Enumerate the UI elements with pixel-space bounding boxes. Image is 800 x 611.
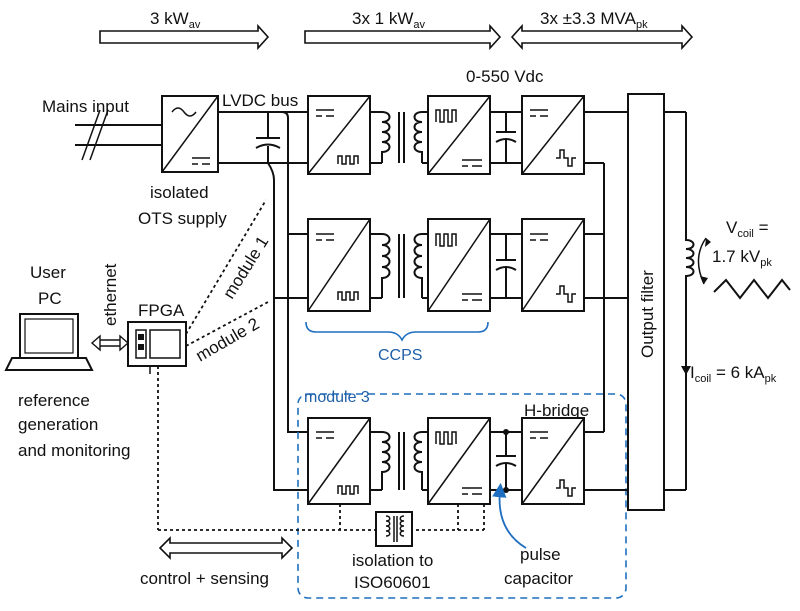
module-1-dc-link — [490, 111, 522, 164]
svg-text:Mains input: Mains input — [42, 97, 129, 116]
fpga-board — [127, 321, 187, 374]
isolation-label: isolation to — [352, 551, 433, 570]
and-monitoring-label: and monitoring — [18, 441, 130, 460]
svg-text:3 kWav: 3 kWav — [150, 9, 201, 31]
svg-text:control + sensing: control + sensing — [140, 569, 269, 588]
ots-supply-converter — [161, 95, 219, 173]
power-arrow-1: 3 kWav — [99, 9, 270, 51]
module-2-dc-link — [490, 233, 522, 299]
pc-label: PC — [38, 289, 62, 308]
module-1-dcdc-primary — [307, 95, 371, 175]
isolation-transformer — [375, 511, 413, 547]
reference-label: reference — [18, 391, 90, 410]
isolated-label: isolated — [150, 183, 209, 202]
ethernet-link: ethernet — [90, 263, 130, 352]
h-bridge-label: H-bridge — [524, 401, 589, 420]
power-arrow-2: 3x 1 kWav — [304, 9, 502, 51]
pulse-capacitor-pointer — [492, 482, 527, 549]
module-1-transformer — [370, 111, 428, 164]
module-1-h-bridge — [521, 95, 628, 175]
module-2-h-bridge — [521, 218, 604, 312]
svg-text:module 1: module 1 — [219, 233, 272, 302]
fpga-label: FPGA — [138, 301, 185, 320]
ots-supply-label: OTS supply — [138, 209, 227, 228]
user-label: User — [30, 263, 66, 282]
vcoil-label: Vcoil = — [726, 218, 769, 240]
module-3-boundary — [297, 393, 627, 599]
module-2-rectifier — [427, 218, 491, 312]
iso-standard-label: ISO60601 — [354, 573, 431, 592]
coil — [681, 112, 711, 490]
module-2-dcdc-primary — [307, 218, 371, 312]
module-3-rectifier — [427, 417, 491, 505]
hbridge-output-wiring — [603, 163, 628, 432]
power-arrow-3: 3x ±3.3 MVApk — [510, 9, 694, 51]
output-filter: Output filter — [627, 93, 686, 511]
svg-text:module 2: module 2 — [193, 314, 263, 365]
svg-text:3x ±3.3 MVApk: 3x ±3.3 MVApk — [540, 9, 648, 31]
module-3-h-bridge — [521, 417, 628, 505]
svg-text:CCPS: CCPS — [378, 347, 422, 364]
capacitor-label: capacitor — [504, 569, 573, 588]
svg-text:3x 1 kWav: 3x 1 kWav — [352, 9, 426, 31]
svg-text:ethernet: ethernet — [101, 263, 120, 326]
pulse-label: pulse — [520, 545, 561, 564]
ccps-bracket: CCPS — [305, 321, 489, 364]
module-2-transformer — [370, 233, 428, 299]
module-3-label: module 3 — [304, 389, 370, 406]
module-3-pulse-capacitor — [490, 429, 522, 493]
svg-text:Output filter: Output filter — [638, 270, 657, 358]
lvdc-bus-label: LVDC bus — [222, 91, 298, 110]
module-3-transformer — [370, 431, 428, 491]
triangle-waveform — [713, 278, 791, 300]
icoil-label: Icoil = 6 kApk — [690, 363, 777, 385]
generation-label: generation — [18, 415, 98, 434]
control-sensing-arrow: control + sensing — [140, 536, 294, 588]
vcoil-value: 1.7 kVpk — [712, 247, 772, 269]
module-3-dcdc-primary — [307, 417, 371, 505]
module-1-rectifier — [427, 95, 491, 175]
lvdc-bus — [218, 111, 308, 491]
mains-input: Mains input — [42, 97, 162, 161]
laptop-icon — [4, 313, 94, 371]
vdc-label: 0-550 Vdc — [466, 67, 544, 86]
